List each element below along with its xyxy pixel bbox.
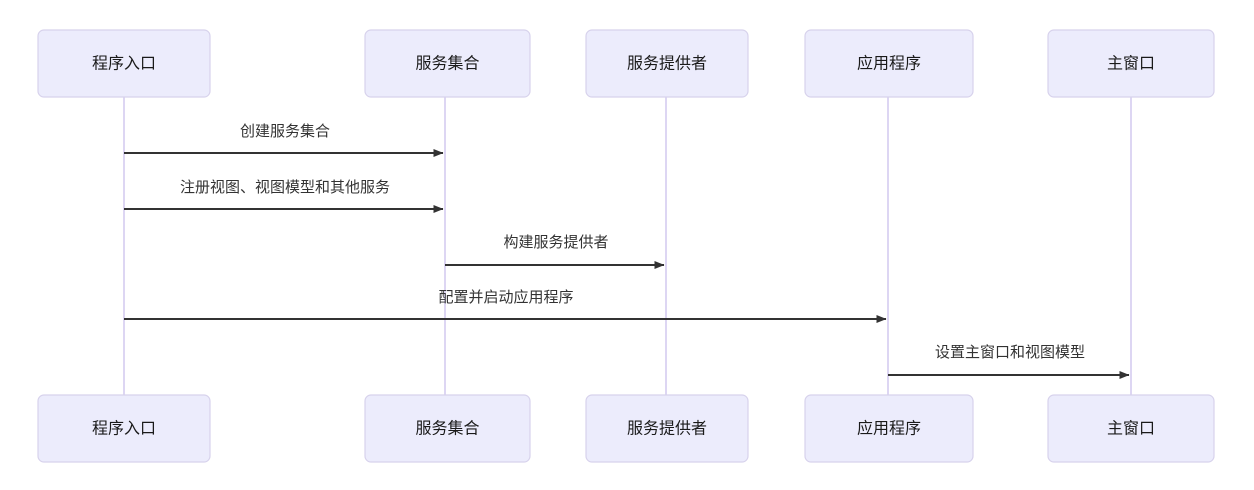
participant-label-app-top: 应用程序 — [857, 54, 921, 73]
participant-label-window-bottom: 主窗口 — [1107, 420, 1155, 438]
participant-label-provider-top: 服务提供者 — [627, 55, 707, 73]
participant-label-entry-top: 程序入口 — [92, 55, 156, 73]
participant-box-entry-bottom[interactable] — [37, 394, 211, 463]
message-label-m4: 配置并启动应用程序 — [438, 288, 573, 306]
participant-label-app-bottom: 应用程序 — [857, 419, 921, 438]
participant-box-services-bottom[interactable] — [364, 394, 531, 463]
participant-label-services-bottom: 服务集合 — [415, 420, 479, 438]
message-label-m3: 构建服务提供者 — [503, 234, 608, 251]
participant-box-provider-top[interactable] — [585, 29, 749, 98]
participant-box-entry-top[interactable] — [37, 29, 211, 98]
participant-label-entry-bottom: 程序入口 — [92, 420, 156, 438]
participant-box-app-bottom[interactable] — [804, 394, 974, 463]
participant-boxes-top: 程序入口 服务集合 服务提供者 应用程序 主窗口 — [37, 29, 1215, 98]
lifelines-group — [123, 97, 1132, 395]
participant-label-window-top: 主窗口 — [1107, 55, 1155, 73]
messages-group: 创建服务集合注册视图、视图模型和其他服务构建服务提供者配置并启动应用程序设置主窗… — [124, 123, 1130, 379]
participant-label-services-top: 服务集合 — [415, 55, 479, 73]
participant-box-services-top[interactable] — [364, 29, 531, 98]
message-label-m1: 创建服务集合 — [240, 123, 330, 140]
participant-label-provider-bottom: 服务提供者 — [627, 420, 707, 438]
message-label-m2: 注册视图、视图模型和其他服务 — [180, 179, 390, 196]
participant-box-window-bottom[interactable] — [1047, 394, 1215, 463]
participant-box-window-top[interactable] — [1047, 29, 1215, 98]
participant-boxes-bottom: 程序入口 服务集合 服务提供者 应用程序 主窗口 — [37, 394, 1215, 463]
message-label-m5: 设置主窗口和视图模型 — [935, 343, 1085, 361]
participant-box-provider-bottom[interactable] — [585, 394, 749, 463]
participant-box-app-top[interactable] — [804, 29, 974, 98]
